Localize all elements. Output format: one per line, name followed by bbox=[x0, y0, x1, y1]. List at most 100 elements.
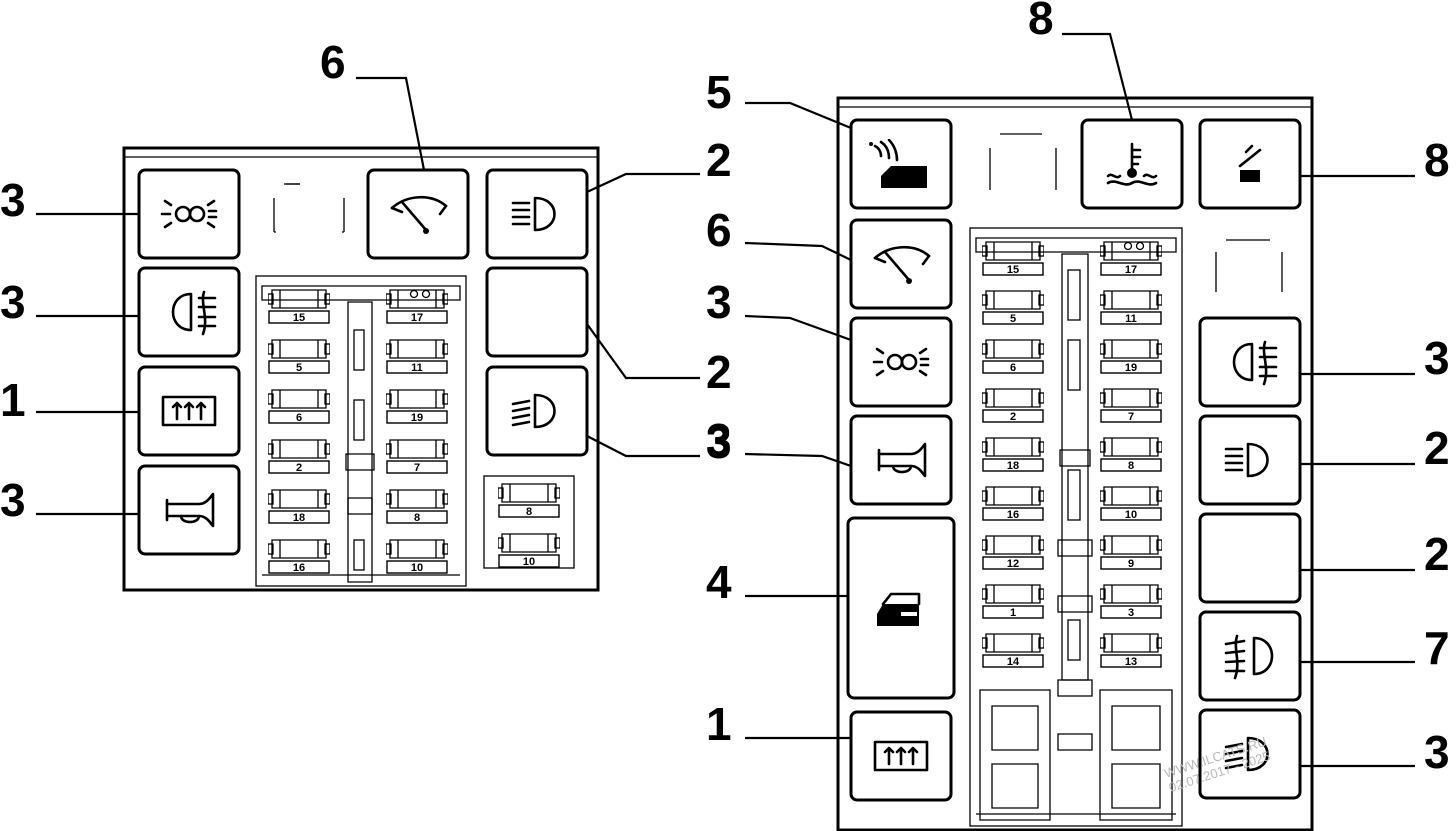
callout-left-right-1: 2 bbox=[706, 134, 732, 186]
right-l-fuse-number: 2 bbox=[1010, 411, 1016, 423]
callout-left-right-3: 3 bbox=[706, 416, 732, 468]
left-r-fuse-17[interactable]: 17 bbox=[386, 289, 448, 324]
left-l-fuse-5[interactable]: 5 bbox=[268, 339, 330, 374]
right-btn-central-locking[interactable] bbox=[849, 118, 953, 210]
right-r-fuse-number: 10 bbox=[1125, 509, 1137, 521]
callout-right-l-4: 3 bbox=[706, 414, 732, 466]
callout-right-r-6: 3 bbox=[1424, 726, 1450, 778]
left-r-fuse-7[interactable]: 7 bbox=[386, 439, 448, 474]
callout-right-l-2: 6 bbox=[706, 204, 732, 256]
left-btn-wiper[interactable] bbox=[366, 168, 470, 260]
callout-left-right-2: 2 bbox=[706, 346, 732, 398]
left-r-fuse-8[interactable]: 8 bbox=[386, 489, 448, 524]
callout-right-l-1: 5 bbox=[706, 66, 732, 118]
left-l-fuse-16[interactable]: 16 bbox=[268, 539, 330, 574]
right-l-fuse-6[interactable]: 6 bbox=[982, 339, 1044, 374]
right-fuse-block: 15 5 6 2 18 16 12 1 14 17 11 19 7 8 10 9 3 13 bbox=[969, 227, 1183, 827]
right-l-fuse-12[interactable]: 12 bbox=[982, 535, 1044, 570]
left-btn-low-beam[interactable] bbox=[485, 365, 589, 457]
right-l-fuse-5[interactable]: 5 bbox=[982, 290, 1044, 325]
left-l-fuse-2[interactable]: 2 bbox=[268, 439, 330, 474]
callout-right-r-1: 8 bbox=[1424, 134, 1450, 186]
right-l-fuse-1[interactable]: 1 bbox=[982, 584, 1044, 619]
left-aux-fuse-number: 10 bbox=[523, 556, 535, 568]
left-fuse-block: 15 5 6 2 18 16 17 11 19 7 8 10 bbox=[255, 275, 467, 587]
left-aux-fuse-number: 8 bbox=[526, 506, 532, 518]
right-r-fuse-9[interactable]: 9 bbox=[1100, 535, 1162, 570]
right-r-fuse-3[interactable]: 3 bbox=[1100, 584, 1162, 619]
right-btn-door[interactable] bbox=[846, 516, 956, 700]
left-l-fuse-number: 6 bbox=[296, 412, 302, 424]
callout-right-l-3: 3 bbox=[706, 276, 732, 328]
right-r-fuse-number: 19 bbox=[1125, 362, 1137, 374]
right-r-fuse-19[interactable]: 19 bbox=[1100, 339, 1162, 374]
left-aux-fuse-10[interactable]: 10 bbox=[498, 533, 560, 568]
callout-right-l-5: 4 bbox=[706, 556, 732, 608]
left-l-fuse-number: 16 bbox=[293, 562, 305, 574]
left-aux-fuse-block: 8 10 bbox=[483, 475, 575, 569]
right-r-fuse-7[interactable]: 7 bbox=[1100, 388, 1162, 423]
callout-right-r-3: 2 bbox=[1424, 422, 1450, 474]
right-r-fuse-13[interactable]: 13 bbox=[1100, 633, 1162, 668]
left-empty-relay bbox=[273, 183, 345, 233]
right-r-fuse-17[interactable]: 17 bbox=[1100, 241, 1162, 276]
right-l-fuse-number: 5 bbox=[1010, 313, 1016, 325]
right-btn-blank[interactable] bbox=[1198, 512, 1302, 604]
left-btn-horn[interactable] bbox=[137, 464, 241, 556]
callout-left-3: 1 bbox=[0, 374, 26, 426]
left-l-fuse-6[interactable]: 6 bbox=[268, 389, 330, 424]
right-btn-side-lights[interactable] bbox=[849, 316, 953, 408]
left-btn-side-lights[interactable] bbox=[137, 168, 241, 260]
left-r-fuse-19[interactable]: 19 bbox=[386, 389, 448, 424]
left-r-fuse-11[interactable]: 11 bbox=[386, 339, 448, 374]
right-btn-rear-defrost[interactable] bbox=[849, 710, 953, 802]
left-btn-rear-fog[interactable] bbox=[137, 266, 241, 358]
left-r-fuse-number: 8 bbox=[414, 512, 420, 524]
callout-left-1: 3 bbox=[0, 174, 26, 226]
right-btn-tailgate[interactable] bbox=[1198, 118, 1302, 210]
right-r-fuse-number: 3 bbox=[1128, 607, 1134, 619]
right-btn-horn[interactable] bbox=[849, 414, 953, 506]
right-l-fuse-number: 18 bbox=[1007, 460, 1019, 472]
left-aux-fuse-8[interactable]: 8 bbox=[498, 483, 560, 518]
left-l-fuse-15[interactable]: 15 bbox=[268, 289, 330, 324]
right-btn-front-fog[interactable] bbox=[1198, 610, 1302, 702]
callout-left-2: 3 bbox=[0, 276, 26, 328]
left-l-fuse-number: 18 bbox=[293, 512, 305, 524]
left-r-fuse-number: 11 bbox=[411, 362, 423, 374]
left-l-fuse-18[interactable]: 18 bbox=[268, 489, 330, 524]
left-btn-blank[interactable] bbox=[485, 266, 589, 358]
left-r-fuse-10[interactable]: 10 bbox=[386, 539, 448, 574]
right-l-fuse-14[interactable]: 14 bbox=[982, 633, 1044, 668]
right-btn-rear-fog[interactable] bbox=[1198, 316, 1302, 408]
right-l-fuse-number: 6 bbox=[1010, 362, 1016, 374]
left-btn-high-beam[interactable] bbox=[485, 168, 589, 260]
right-btn-wiper[interactable] bbox=[849, 218, 953, 310]
right-r-fuse-number: 17 bbox=[1125, 264, 1137, 276]
left-btn-rear-defrost[interactable] bbox=[137, 365, 241, 457]
right-r-fuse-number: 8 bbox=[1128, 460, 1134, 472]
right-r-fuse-11[interactable]: 11 bbox=[1100, 290, 1162, 325]
left-r-fuse-number: 17 bbox=[411, 312, 423, 324]
callout-right-top: 8 bbox=[1028, 0, 1054, 44]
left-r-fuse-number: 7 bbox=[414, 462, 420, 474]
right-l-fuse-2[interactable]: 2 bbox=[982, 388, 1044, 423]
callout-right-l-6: 1 bbox=[706, 698, 732, 750]
left-l-fuse-number: 2 bbox=[296, 462, 302, 474]
callout-right-r-2: 3 bbox=[1424, 332, 1450, 384]
right-r-fuse-10[interactable]: 10 bbox=[1100, 486, 1162, 521]
right-r-fuse-number: 11 bbox=[1125, 313, 1137, 325]
right-btn-high-beam[interactable] bbox=[1198, 414, 1302, 506]
right-l-fuse-16[interactable]: 16 bbox=[982, 486, 1044, 521]
left-l-fuse-number: 15 bbox=[293, 312, 305, 324]
right-l-fuse-number: 14 bbox=[1007, 656, 1020, 668]
right-btn-coolant-temp[interactable] bbox=[1080, 118, 1184, 210]
right-r-fuse-number: 7 bbox=[1128, 411, 1134, 423]
right-l-fuse-15[interactable]: 15 bbox=[982, 241, 1044, 276]
right-r-fuse-8[interactable]: 8 bbox=[1100, 437, 1162, 472]
right-l-fuse-18[interactable]: 18 bbox=[982, 437, 1044, 472]
right-btn-low-beam[interactable] bbox=[1198, 708, 1302, 800]
right-l-fuse-number: 15 bbox=[1007, 264, 1019, 276]
right-l-fuse-number: 1 bbox=[1010, 607, 1016, 619]
callout-left-top: 6 bbox=[320, 36, 346, 88]
